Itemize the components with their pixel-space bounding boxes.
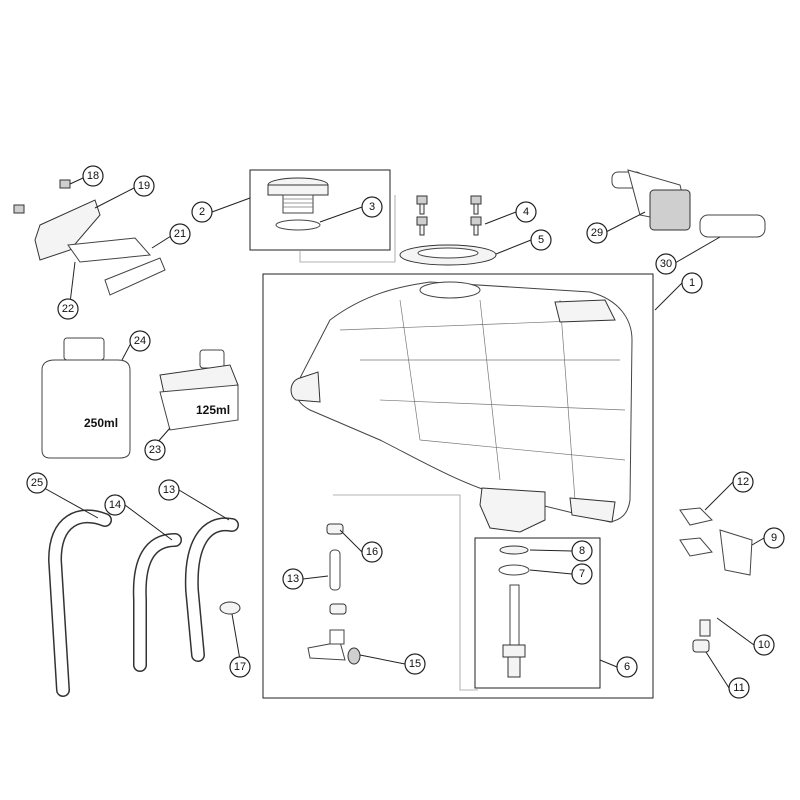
callout-18-label: 18	[87, 170, 99, 182]
tank-assembly-frame	[262, 273, 654, 699]
callout-4-label: 4	[523, 206, 529, 218]
callout-1-label: 1	[689, 277, 695, 289]
callout-8: 8	[571, 540, 593, 562]
callout-3-label: 3	[369, 201, 375, 213]
callout-7: 7	[571, 563, 593, 585]
long-hoses	[47, 509, 239, 697]
quick-coupling	[611, 169, 766, 238]
callout-8-label: 8	[579, 545, 585, 557]
bottle-125ml: 125ml	[159, 349, 239, 431]
callout-2-label: 2	[199, 206, 205, 218]
callout-6: 6	[616, 656, 638, 678]
callout-21-label: 21	[174, 228, 186, 240]
callout-23-label: 23	[149, 444, 161, 456]
callout-29: 29	[586, 222, 608, 244]
cap-detail-frame	[249, 169, 391, 251]
callout-13-small: 13	[282, 568, 304, 590]
leader-lines	[36, 177, 765, 689]
drain-fitting	[498, 545, 530, 678]
callout-10: 10	[753, 634, 775, 656]
callout-5-label: 5	[538, 234, 544, 246]
callout-13-long-label: 13	[163, 484, 175, 496]
drain-guide-line	[333, 494, 478, 691]
callout-15: 15	[404, 653, 426, 675]
callout-30: 30	[655, 253, 677, 275]
callout-19: 19	[133, 175, 155, 197]
callout-16-label: 16	[366, 546, 378, 558]
callout-3: 3	[361, 196, 383, 218]
filler-gasket-ring	[399, 244, 497, 266]
bottle-125-label: 125ml	[196, 403, 230, 417]
clip-bracket-assembly	[679, 507, 753, 653]
filler-cap	[267, 177, 329, 231]
callout-5: 5	[530, 229, 552, 251]
callout-16: 16	[361, 541, 383, 563]
callout-17-label: 17	[234, 661, 246, 673]
callout-15-label: 15	[409, 658, 421, 670]
bracket-assembly	[13, 179, 166, 296]
vent-hose-assembly	[307, 523, 361, 665]
callout-21: 21	[169, 223, 191, 245]
callout-12-label: 12	[737, 476, 749, 488]
callout-30-label: 30	[660, 258, 672, 270]
callout-25-label: 25	[31, 477, 43, 489]
cap-guide-line	[299, 195, 396, 263]
callout-2: 2	[191, 201, 213, 223]
callout-23: 23	[144, 439, 166, 461]
callout-19-label: 19	[138, 180, 150, 192]
callout-24-label: 24	[134, 335, 146, 347]
callout-9: 9	[763, 527, 785, 549]
drain-fitting-frame	[474, 537, 601, 689]
callout-12: 12	[732, 471, 754, 493]
callout-11: 11	[728, 677, 750, 699]
callout-14: 14	[104, 494, 126, 516]
callout-22: 22	[57, 298, 79, 320]
bottle-250-label: 250ml	[84, 416, 118, 430]
callout-18: 18	[82, 165, 104, 187]
callout-4: 4	[515, 201, 537, 223]
callout-29-label: 29	[591, 227, 603, 239]
callout-7-label: 7	[579, 568, 585, 580]
callout-17: 17	[229, 656, 251, 678]
callout-1: 1	[681, 272, 703, 294]
callout-13-long: 13	[158, 479, 180, 501]
callout-6-label: 6	[624, 661, 630, 673]
callout-9-label: 9	[771, 532, 777, 544]
callout-22-label: 22	[62, 303, 74, 315]
mounting-screws	[416, 195, 482, 236]
fuel-tank	[290, 281, 633, 533]
bottle-250ml: 250ml	[41, 337, 131, 459]
callout-11-label: 11	[733, 682, 744, 694]
callout-24: 24	[129, 330, 151, 352]
callout-13-small-label: 13	[287, 573, 299, 585]
callout-25: 25	[26, 472, 48, 494]
callout-14-label: 14	[109, 499, 121, 511]
callout-10-label: 10	[758, 639, 770, 651]
hose-clamp	[219, 601, 241, 615]
